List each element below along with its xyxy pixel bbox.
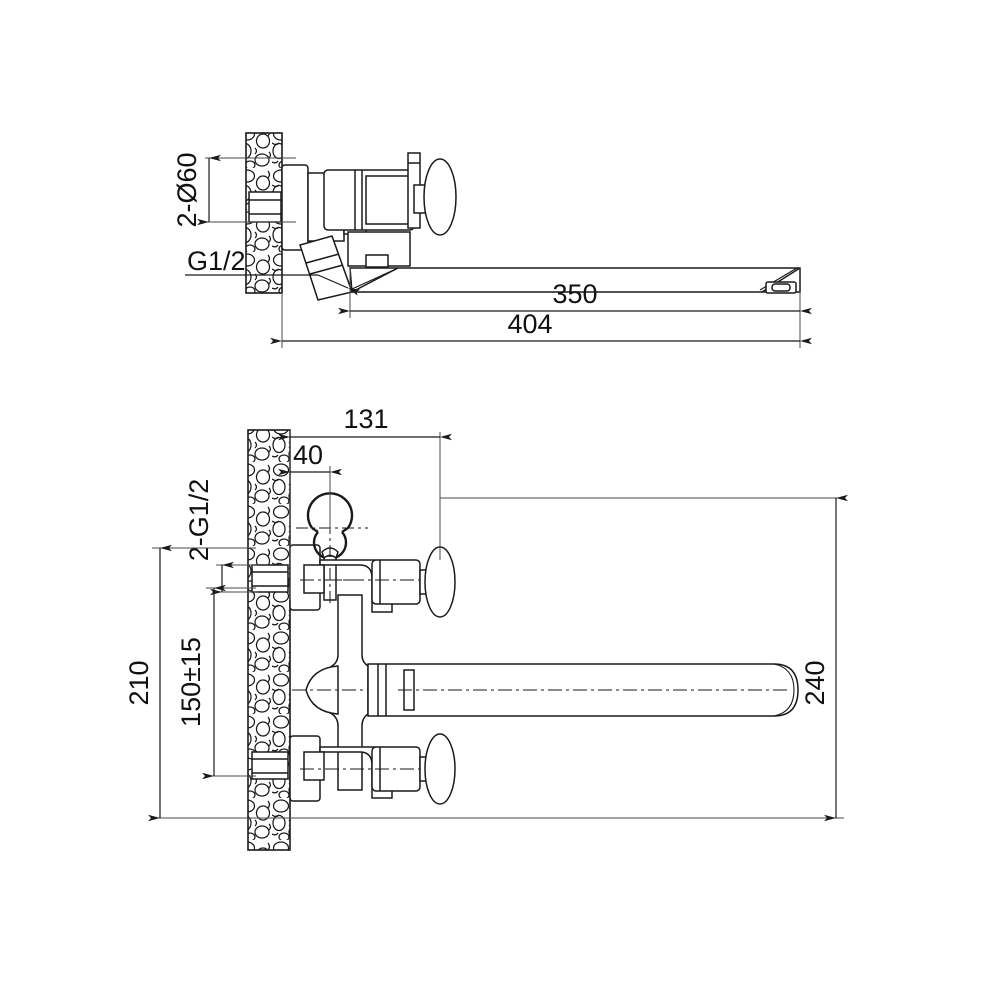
lower-handle-knob xyxy=(424,733,456,805)
dim-2d60: 2-Ø60 xyxy=(172,152,296,228)
dim-2d60-label: 2-Ø60 xyxy=(172,152,202,227)
spout-top xyxy=(349,267,801,294)
dim-40: 40 xyxy=(278,440,342,600)
dim-2g12-label: 2-G1/2 xyxy=(184,479,214,562)
escutcheon-flange-top xyxy=(281,164,309,251)
dim-131: 131 xyxy=(278,404,452,600)
dim-131-label: 131 xyxy=(343,404,388,434)
valve-cylinder-top xyxy=(323,169,415,231)
wall-inlet-upper-front xyxy=(251,564,289,593)
dim-350-label: 350 xyxy=(552,279,597,309)
top-view-group: 2-Ø60 G1/2 350 404 xyxy=(172,132,812,348)
dim-g12: G1/2 xyxy=(185,246,361,296)
dim-210-label: 210 xyxy=(124,660,154,705)
wall-inlet-lower-front xyxy=(251,751,289,780)
handle-knob-top xyxy=(423,158,457,236)
dim-g12-label: G1/2 xyxy=(187,246,246,276)
dim-404: 404 xyxy=(270,293,812,348)
dim-150pm15: 150±15 xyxy=(176,584,256,780)
dim-40-label: 40 xyxy=(293,440,323,470)
wall-section-front xyxy=(247,429,291,851)
front-view-group: 131 40 2-G1/2 210 150±15 xyxy=(124,404,848,851)
wall-inlet-nipple-top xyxy=(248,191,282,223)
dim-240: 240 xyxy=(290,494,848,822)
dim-240-label: 240 xyxy=(800,660,830,705)
dim-2g12: 2-G1/2 xyxy=(184,479,258,596)
dim-404-label: 404 xyxy=(507,309,552,339)
diverter-block-top xyxy=(347,231,411,268)
dim-350: 350 xyxy=(338,268,812,318)
upper-valve-arm xyxy=(303,559,421,613)
dim-150pm15-label: 150±15 xyxy=(176,637,206,727)
dim-210: 210 xyxy=(124,544,290,822)
eccentric-connector-top xyxy=(299,235,353,301)
spout-front xyxy=(367,663,799,717)
